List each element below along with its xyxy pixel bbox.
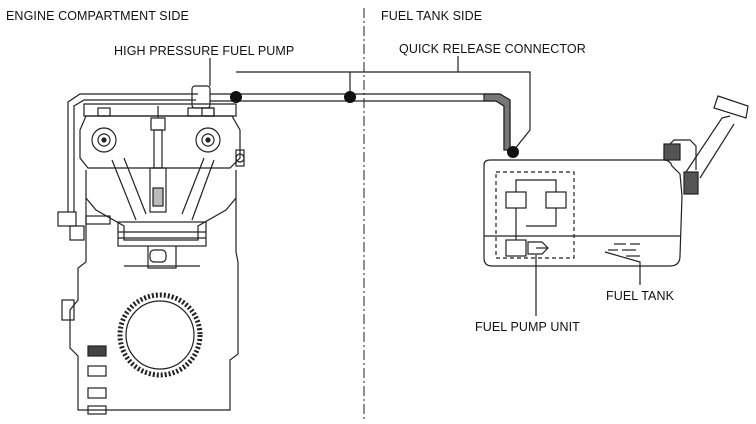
fuel-tank-label: FUEL TANK: [606, 289, 675, 303]
fuel-tank: [483, 95, 749, 267]
fuel-pump-unit: [495, 171, 575, 259]
high-pressure-fuel-pump: [187, 85, 215, 117]
fuel-line: [210, 93, 511, 151]
fuel-tank-leader: [604, 251, 641, 285]
connector-dot-1: [230, 91, 242, 103]
quick-release-connectors: [230, 91, 519, 158]
qr-connector-leader-2: [236, 56, 459, 73]
quick-release-connector-label: QUICK RELEASE CONNECTOR: [399, 42, 586, 56]
fuel-pump-unit-label: FUEL PUMP UNIT: [475, 320, 580, 334]
connector-dot-2: [344, 91, 356, 103]
engine-compartment-side-label: ENGINE COMPARTMENT SIDE: [6, 9, 189, 23]
qr-connector-leader-3: [458, 71, 531, 151]
engine-block: [57, 93, 245, 415]
fuel-tank-side-label: FUEL TANK SIDE: [381, 9, 483, 23]
high-pressure-fuel-pump-label: HIGH PRESSURE FUEL PUMP: [114, 44, 295, 58]
connector-dot-3: [507, 146, 519, 158]
